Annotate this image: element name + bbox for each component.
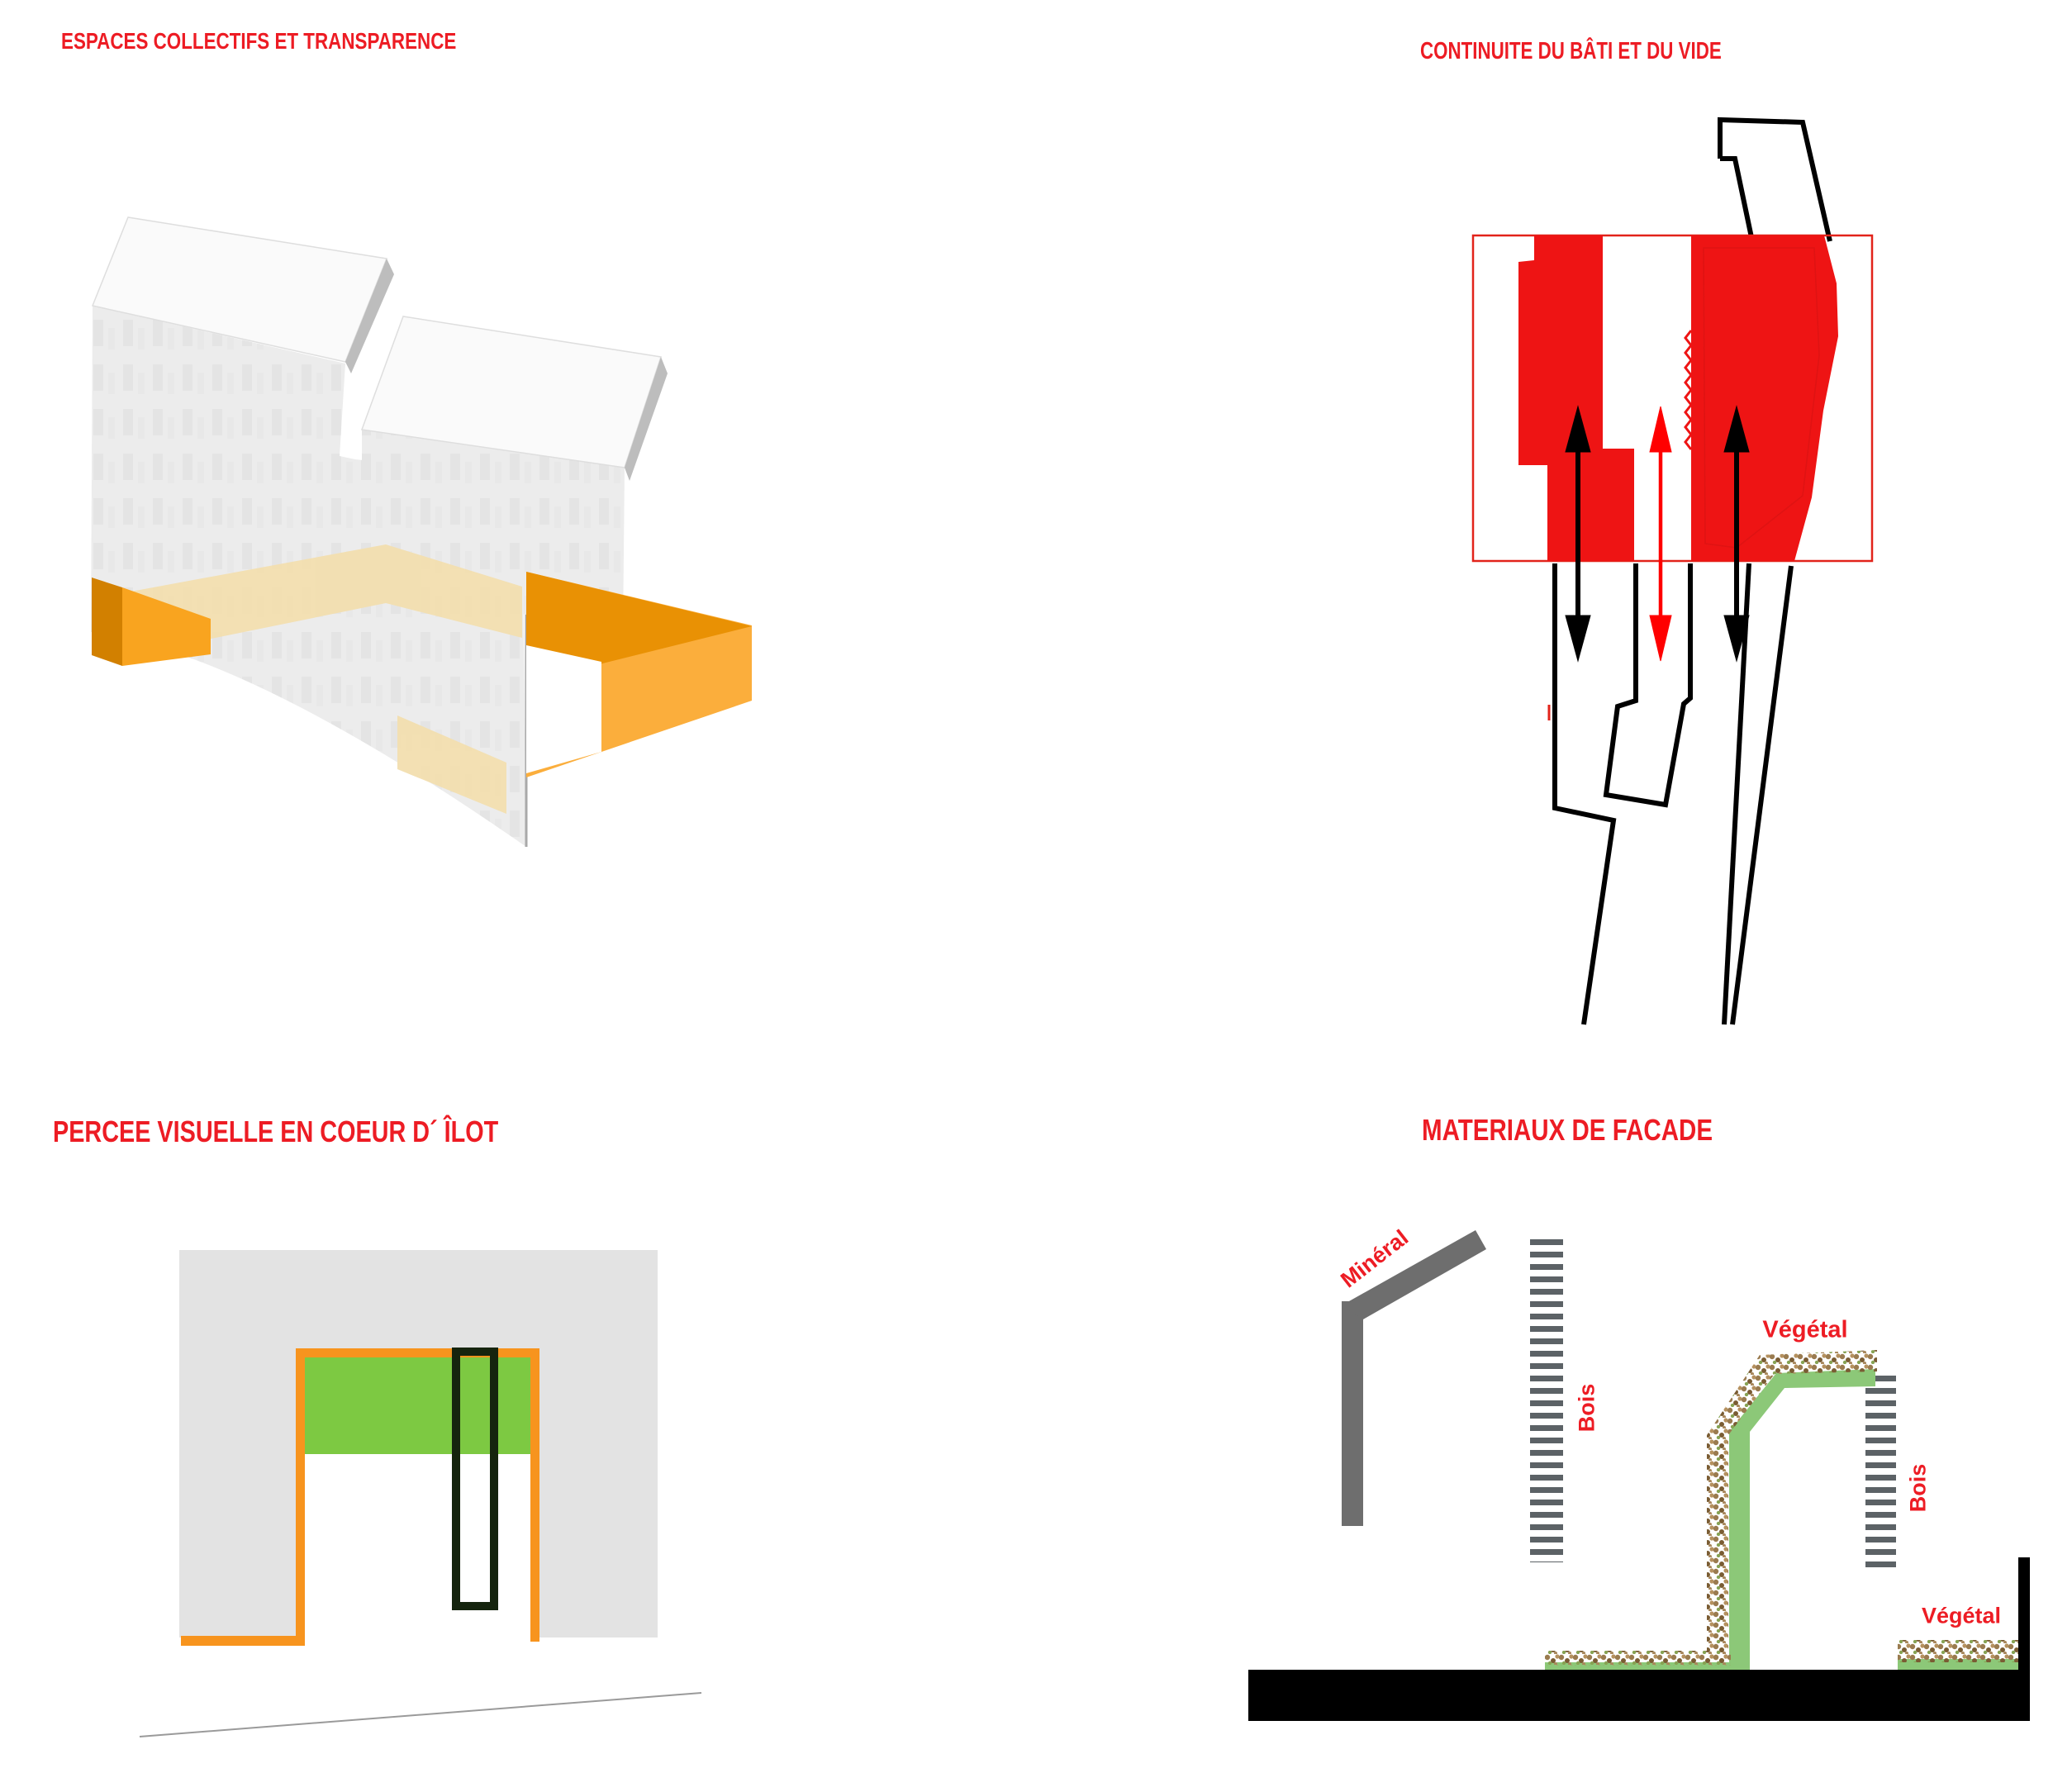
door-outline bbox=[452, 1348, 498, 1610]
right-roof-edge bbox=[625, 357, 668, 481]
right-retaining-wall bbox=[2018, 1557, 2030, 1673]
ribbon-orange-ring bbox=[526, 572, 752, 777]
ground-grass-left bbox=[1545, 1662, 1731, 1670]
mass-ghost-outline bbox=[1703, 247, 1820, 549]
lower-parcel-outlines bbox=[1552, 563, 1794, 1025]
upper-parcel-outline bbox=[1718, 116, 1832, 242]
percee-diagram bbox=[139, 1250, 702, 1737]
flow-arrow-black-left bbox=[1565, 405, 1591, 663]
continuite-diagram bbox=[1471, 116, 1874, 1025]
materiaux-diagram bbox=[1248, 1230, 2030, 1721]
mineral-wall-section bbox=[1342, 1230, 1486, 1526]
wood-slat-wall-left bbox=[1530, 1238, 1563, 1562]
flow-arrow-black-right bbox=[1723, 405, 1750, 663]
espaces-collectifs-diagram bbox=[91, 216, 752, 847]
panel-title-materiaux: MATERIAUX DE FACADE bbox=[1422, 1113, 1713, 1147]
ground-section bbox=[1248, 1670, 2030, 1721]
ribbon-left-end bbox=[92, 578, 211, 666]
panel-title-continuite: CONTINUITE DU BÂTI ET DU VIDE bbox=[1420, 38, 1722, 64]
built-mass-right bbox=[1691, 235, 1838, 561]
orange-arch bbox=[181, 1348, 539, 1646]
upper-parcel-notch bbox=[1720, 156, 1755, 242]
ground-planting-right bbox=[1898, 1640, 2018, 1662]
label-vegetal-bottom: Végétal bbox=[1921, 1603, 2002, 1628]
left-roof-edge bbox=[345, 259, 394, 373]
flow-arrow-red-center bbox=[1649, 406, 1672, 662]
ground-reference-line bbox=[139, 1692, 702, 1737]
vegetal-wall-planting bbox=[1707, 1350, 1877, 1670]
mass-sawtooth-edge bbox=[1684, 330, 1693, 450]
wood-slat-wall-right bbox=[1865, 1369, 1896, 1567]
label-vegetal-top: Végétal bbox=[1762, 1316, 1848, 1343]
panel-title-espaces: ESPACES COLLECTIFS ET TRANSPARENCE bbox=[61, 28, 457, 54]
built-mass-left bbox=[1518, 235, 1634, 561]
panel-title-percee: PERCEE VISUELLE EN COEUR D´ ÎLOT bbox=[53, 1115, 499, 1148]
ground-planting-left bbox=[1545, 1651, 1731, 1666]
red-frame bbox=[1471, 234, 1874, 563]
vegetal-wall-green bbox=[1729, 1369, 1875, 1670]
